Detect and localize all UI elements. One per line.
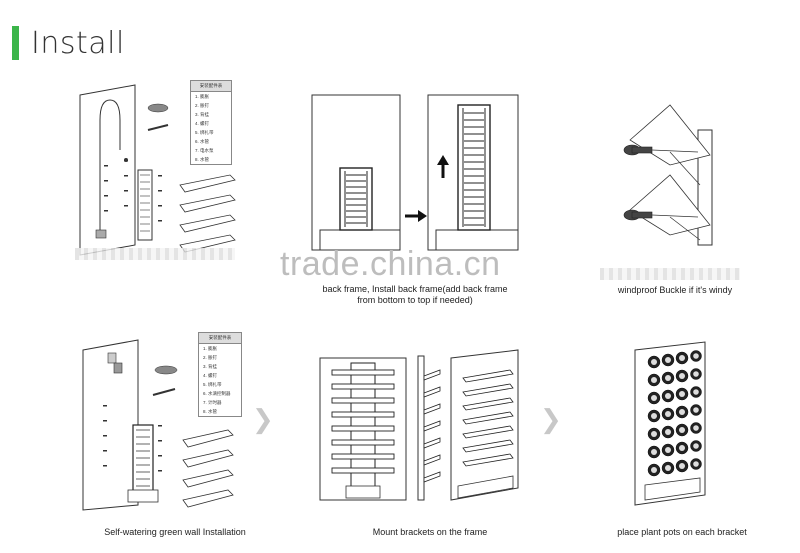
step4-caption: Self-watering green wall Installation: [85, 527, 265, 538]
legend-bottom-item-7: 7. 计时器: [199, 398, 241, 407]
legend-bottom-item-1: 1. 膨胀: [199, 344, 241, 353]
right-arrow-icon: [405, 210, 427, 222]
step6-diagram: [630, 340, 720, 510]
blurred-caption-right: [600, 268, 740, 280]
step3-windproof-buckle-illustration: [610, 100, 720, 250]
step6-plant-pots-illustration: [630, 340, 720, 510]
legend-top-item-7: 7. 电水泵: [191, 146, 231, 155]
legend-bottom-item-8: 8. 水管: [199, 407, 241, 416]
step3-diagram: [610, 100, 720, 250]
chevron-right-icon-2: ❯: [540, 405, 562, 435]
legend-top-item-1: 1. 膨胀: [191, 92, 231, 101]
step5-diagram: [318, 348, 528, 503]
page-title: Install: [31, 26, 125, 61]
step5-caption: Mount brackets on the frame: [330, 527, 530, 538]
legend-bottom-item-4: 4. 螺钉: [199, 371, 241, 380]
legend-bottom: 安装配件表 1. 膨胀 2. 胀钉 3. 背挂 4. 螺钉 5. 绑扎带 6. …: [198, 332, 242, 417]
legend-top-item-6: 6. 水管: [191, 137, 231, 146]
chevron-right-icon: ❯: [252, 405, 274, 435]
legend-top-item-8: 8. 水管: [191, 155, 231, 164]
blurred-caption-left: [75, 248, 235, 260]
legend-bottom-item-3: 3. 背挂: [199, 362, 241, 371]
step6-caption: place plant pots on each bracket: [592, 527, 772, 538]
step2-caption-line1: back frame, Install back frame(add back …: [310, 284, 520, 295]
legend-top-item-5: 5. 绑扎带: [191, 128, 231, 137]
title-accent-bar: [12, 26, 19, 60]
step3-caption: windproof Buckle if it's windy: [595, 285, 755, 296]
legend-bottom-item-5: 5. 绑扎带: [199, 380, 241, 389]
legend-bottom-header: 安装配件表: [199, 333, 241, 344]
legend-top-item-2: 2. 胀钉: [191, 101, 231, 110]
legend-top-header: 安装配件表: [191, 81, 231, 92]
legend-bottom-item-2: 2. 胀钉: [199, 353, 241, 362]
step5-brackets-illustration: [318, 348, 528, 503]
step2-caption-line2: from bottom to top if needed): [310, 295, 520, 306]
step2-diagram: [310, 93, 520, 253]
page-header: Install: [12, 25, 125, 61]
legend-top-item-3: 3. 背挂: [191, 110, 231, 119]
legend-top-item-4: 4. 螺钉: [191, 119, 231, 128]
watermark: trade.china.cn: [280, 245, 501, 284]
step2-back-frame-illustration: [310, 93, 520, 253]
legend-top: 安装配件表 1. 膨胀 2. 胀钉 3. 背挂 4. 螺钉 5. 绑扎带 6. …: [190, 80, 232, 165]
legend-bottom-item-6: 6. 水滴控制器: [199, 389, 241, 398]
